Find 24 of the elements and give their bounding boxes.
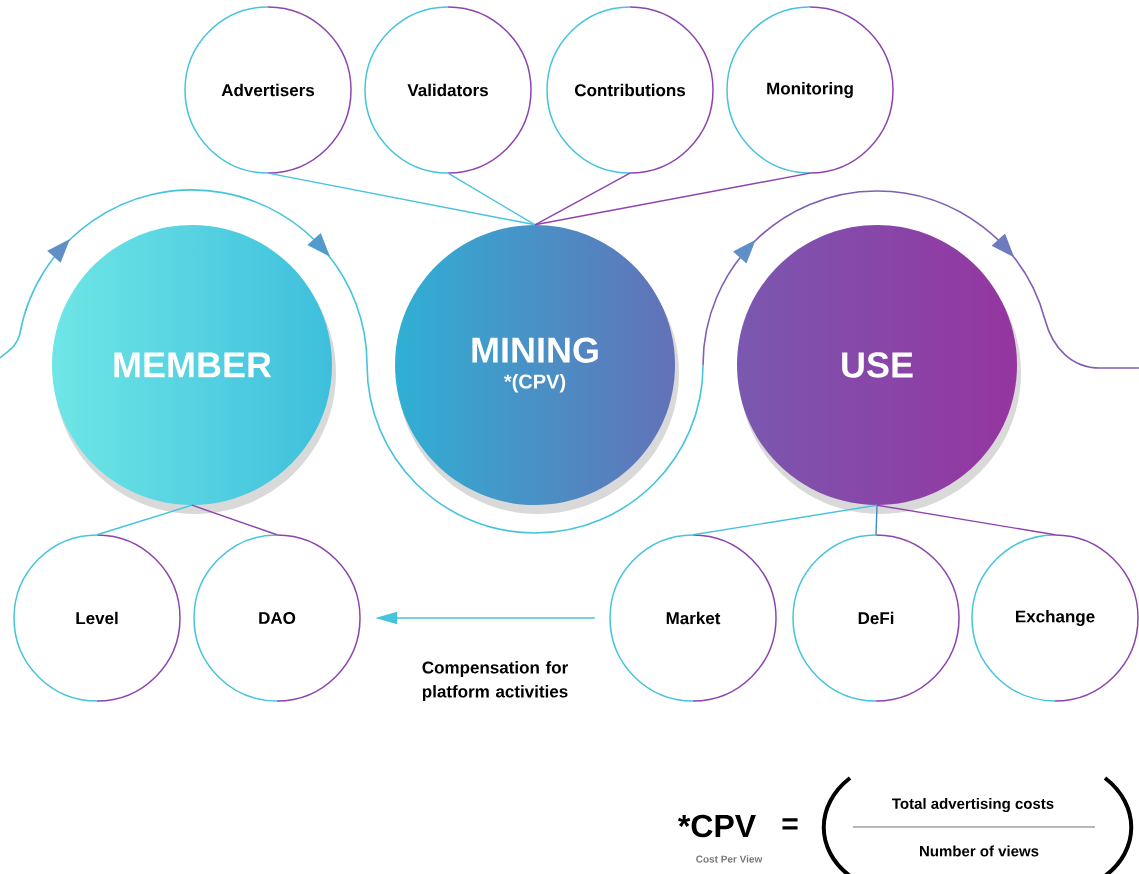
- denominator-text: Number of views: [920, 845, 1039, 857]
- circle-node: DeFi: [792, 534, 960, 702]
- equals-sign: =: [782, 818, 798, 830]
- circle-node: Contributions: [546, 6, 714, 174]
- connector-line: [534, 172, 811, 226]
- circle-node: Monitoring: [726, 6, 894, 174]
- connector-line: [876, 504, 1056, 536]
- numerator-text: Total advertising costs: [892, 797, 1054, 812]
- connector-line: [267, 172, 536, 226]
- circle-node: Market: [609, 534, 777, 702]
- circle-node: Exchange: [971, 534, 1139, 702]
- edge-label: Compensation for platform activities: [422, 661, 568, 701]
- connector-line: [96, 504, 193, 536]
- connector-line: [447, 172, 536, 226]
- circle-node: Advertisers: [184, 6, 352, 174]
- connector-line: [534, 172, 631, 226]
- connector-line: [875, 504, 878, 536]
- circle-node: Level: [13, 534, 181, 702]
- formula-note: Cost Per View: [696, 855, 763, 863]
- connector-line: [692, 504, 878, 536]
- formula-term: *CPV: [678, 814, 756, 838]
- circle-node: Validators: [364, 6, 532, 174]
- circle-node: DAO: [193, 534, 361, 702]
- connector-line: [191, 504, 278, 536]
